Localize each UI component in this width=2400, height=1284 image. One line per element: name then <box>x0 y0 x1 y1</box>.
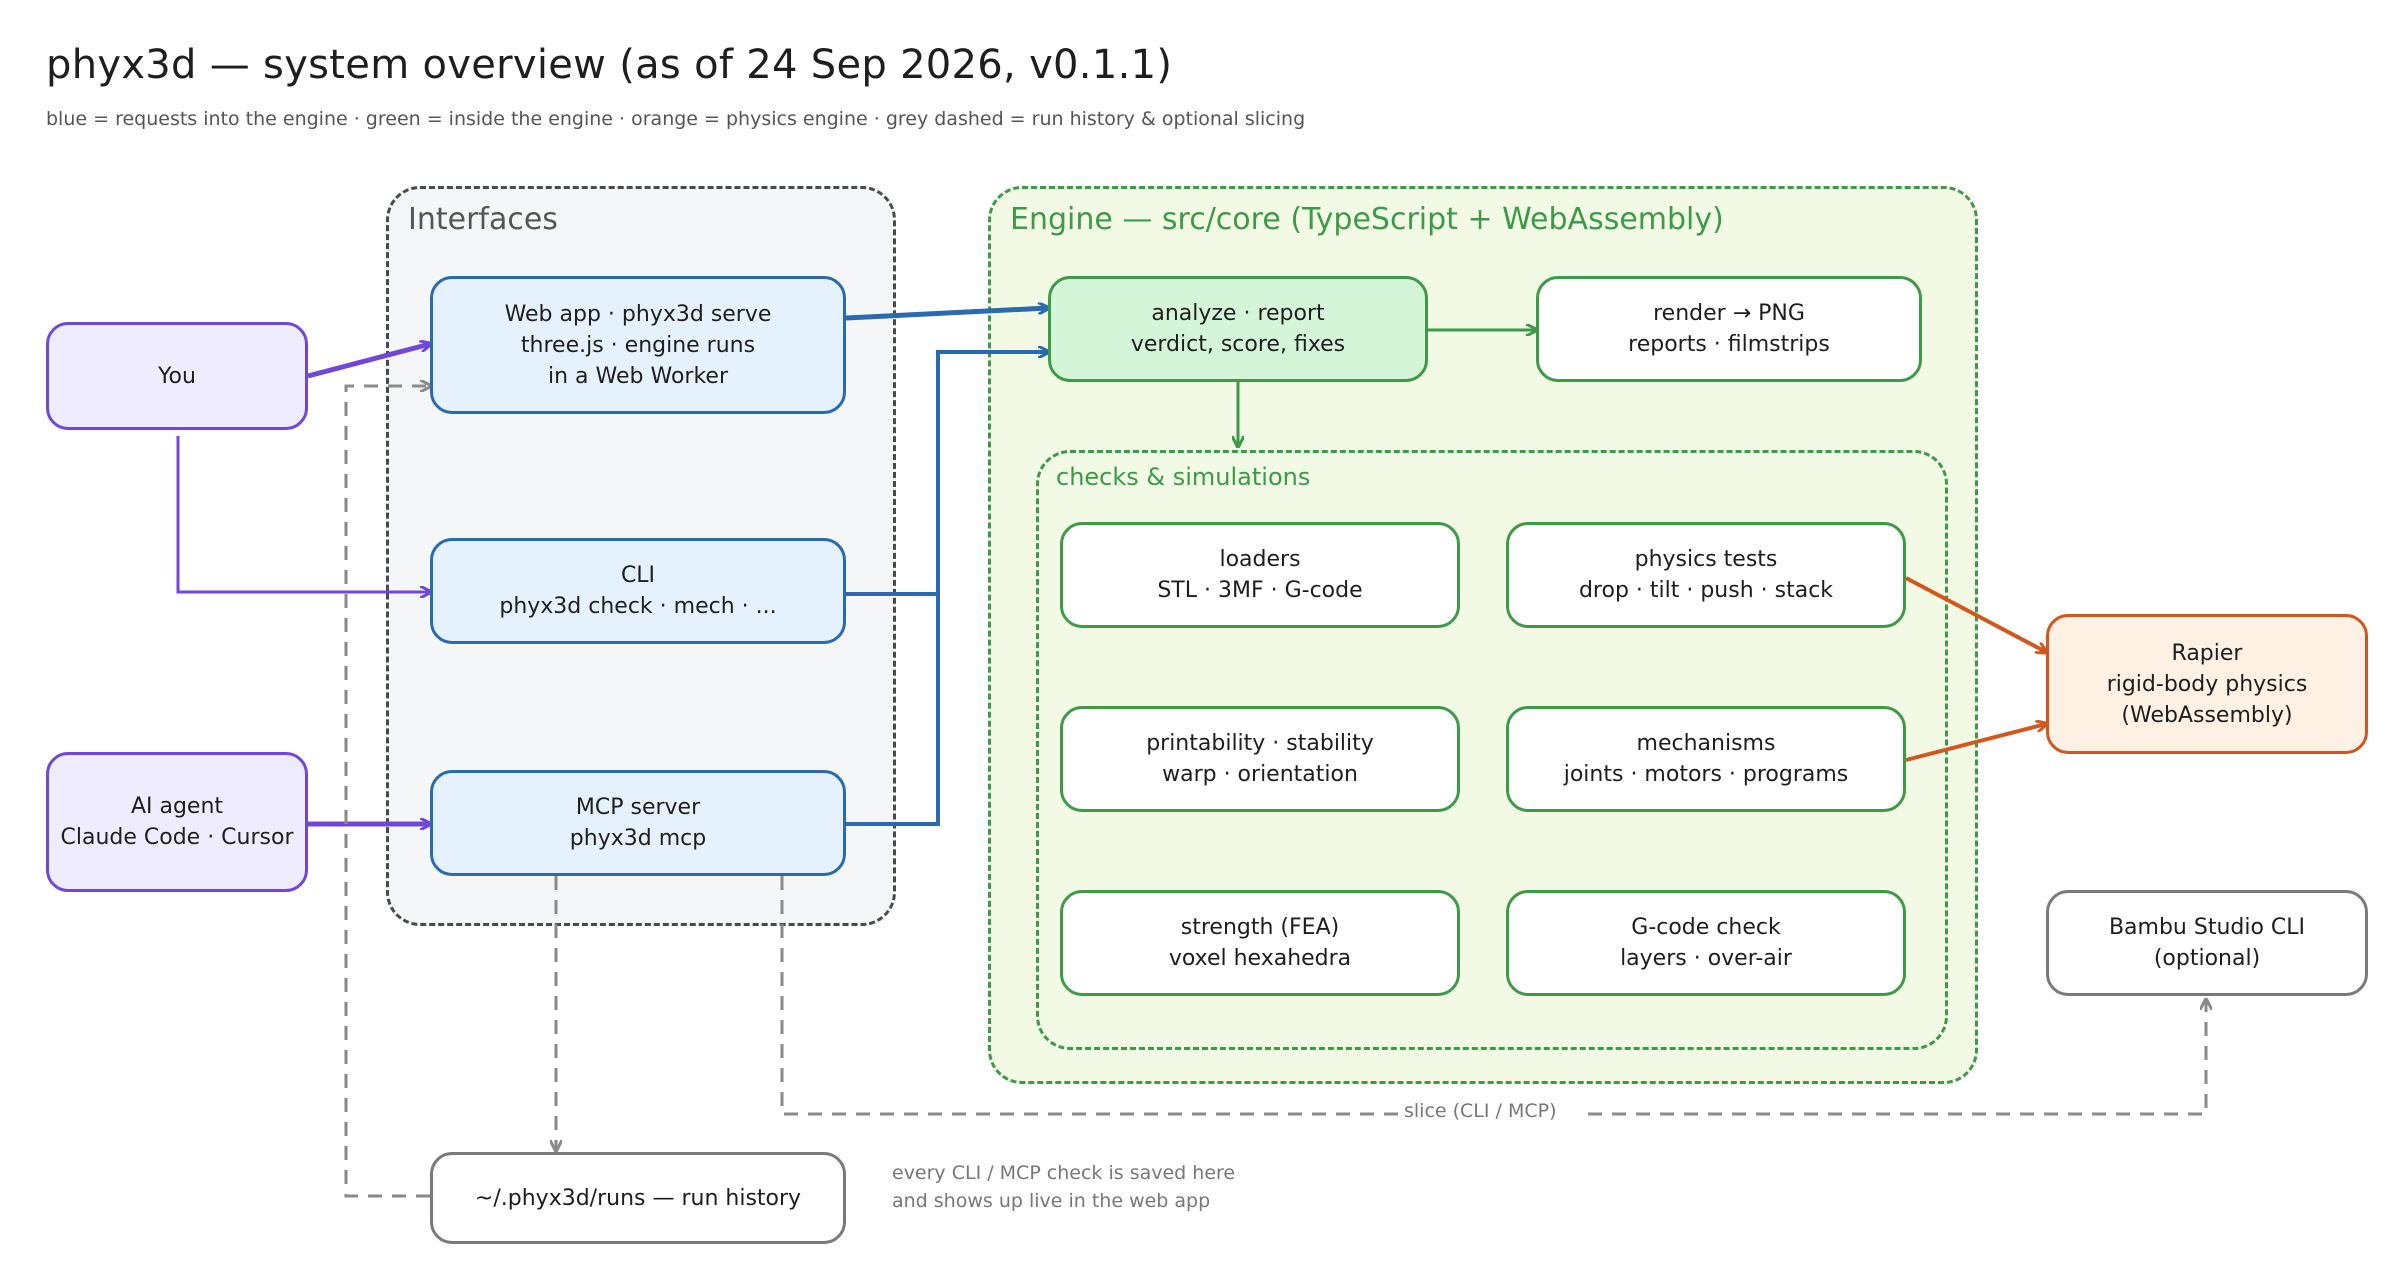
arrow-physics-tests-to-rapier <box>1905 576 2046 652</box>
gcode-line1: G-code check <box>1631 915 1781 940</box>
you-node: You <box>46 322 308 430</box>
ai-agent-sublabel: Claude Code · Cursor <box>60 825 294 850</box>
bambu-line2: (optional) <box>2153 946 2261 971</box>
arrow-history-to-webapp <box>344 386 430 1198</box>
physics-tests-node: physics tests drop · tilt · push · stack <box>1506 522 1906 628</box>
run-history-label: ~/.phyx3d/runs — run history <box>474 1185 802 1211</box>
rapier-line3: (WebAssembly) <box>2121 702 2293 728</box>
rapier-line2: rigid-body physics <box>2106 671 2308 697</box>
interfaces-title: Interfaces <box>408 202 558 237</box>
loaders-node: loaders STL · 3MF · G-code <box>1060 522 1460 628</box>
ai-agent-node: AI agent Claude Code · Cursor <box>46 752 308 892</box>
web-app-node: Web app · phyx3d serve three.js · engine… <box>430 276 846 414</box>
loaders-line1: loaders <box>1219 547 1301 572</box>
loaders-line2: STL · 3MF · G-code <box>1157 578 1363 603</box>
render-line2: reports · filmstrips <box>1628 332 1830 357</box>
run-history-node: ~/.phyx3d/runs — run history <box>430 1152 846 1244</box>
printability-node: printability · stability warp · orientat… <box>1060 706 1460 812</box>
printability-line2: warp · orientation <box>1162 762 1358 787</box>
mcp-line2: phyx3d mcp <box>569 826 707 851</box>
checks-title: checks & simulations <box>1056 463 1311 491</box>
legend-text: blue = requests into the engine · green … <box>46 108 1306 130</box>
mechanisms-node: mechanisms joints · motors · programs <box>1506 706 1906 812</box>
render-node: render → PNG reports · filmstrips <box>1536 276 1922 382</box>
gcode-check-node: G-code check layers · over-air <box>1506 890 1906 996</box>
printability-line1: printability · stability <box>1146 731 1374 756</box>
analyze-node: analyze · report verdict, score, fixes <box>1048 276 1428 382</box>
bambu-line1: Bambu Studio CLI <box>2108 915 2306 940</box>
web-app-line1: Web app · phyx3d serve <box>504 301 772 327</box>
physics-tests-line1: physics tests <box>1634 547 1778 572</box>
web-app-line2: three.js · engine runs <box>520 332 756 358</box>
arrow-slice-to-bambu <box>780 876 1400 1116</box>
arrow-cli-to-analyze <box>846 352 1048 596</box>
line-mcp-to-bus <box>846 594 940 826</box>
physics-tests-line2: drop · tilt · push · stack <box>1578 578 1834 603</box>
cli-line1: CLI <box>620 563 656 588</box>
arrow-webapp-to-analyze <box>845 308 1048 321</box>
rapier-line1: Rapier <box>2171 640 2243 666</box>
arrow-you-to-cli <box>176 436 430 592</box>
mechanisms-line2: joints · motors · programs <box>1563 762 1849 787</box>
mcp-line1: MCP server <box>575 795 701 820</box>
web-app-line3: in a Web Worker <box>548 363 728 389</box>
arrow-you-to-webapp <box>307 344 430 379</box>
mcp-server-node: MCP server phyx3d mcp <box>430 770 846 876</box>
cli-node: CLI phyx3d check · mech · ... <box>430 538 846 644</box>
mechanisms-line1: mechanisms <box>1636 731 1776 756</box>
render-line1: render → PNG <box>1653 301 1805 326</box>
history-note-line1: every CLI / MCP check is saved here <box>892 1162 1236 1184</box>
you-label: You <box>158 363 196 389</box>
history-note-line2: and shows up live in the web app <box>892 1190 1211 1212</box>
strength-line1: strength (FEA) <box>1180 915 1340 940</box>
engine-title: Engine — src/core (TypeScript + WebAssem… <box>1010 202 1724 237</box>
slice-label: slice (CLI / MCP) <box>1404 1100 1557 1122</box>
strength-node: strength (FEA) voxel hexahedra <box>1060 890 1460 996</box>
cli-line2: phyx3d check · mech · ... <box>499 594 777 619</box>
rapier-node: Rapier rigid-body physics (WebAssembly) <box>2046 614 2368 754</box>
ai-agent-label: AI agent <box>130 794 224 819</box>
arrow-slice-to-bambu-end <box>1588 1000 2206 1116</box>
bambu-studio-node: Bambu Studio CLI (optional) <box>2046 890 2368 996</box>
gcode-line2: layers · over-air <box>1620 946 1792 971</box>
arrow-mechanisms-to-rapier <box>1905 724 2046 762</box>
strength-line2: voxel hexahedra <box>1168 946 1352 971</box>
analyze-line2: verdict, score, fixes <box>1130 332 1346 357</box>
analyze-line1: analyze · report <box>1151 301 1325 326</box>
page-title: phyx3d — system overview (as of 24 Sep 2… <box>46 42 1173 88</box>
